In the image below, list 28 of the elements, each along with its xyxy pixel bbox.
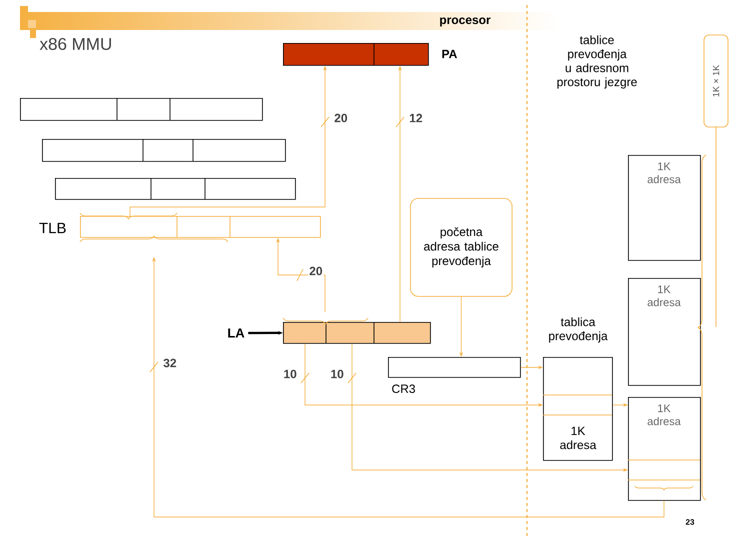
heading: tablice prevođenja u adresnom prostoru jezgre — [557, 35, 637, 89]
register-bar — [20, 98, 263, 121]
register-label: TLB — [39, 222, 66, 234]
rounded-box: 1K × 1K — [704, 34, 728, 128]
title: x86 MMU — [40, 38, 111, 50]
edge-label: 12 — [408, 112, 424, 124]
page-box: 1K adresa — [628, 155, 701, 261]
register-bar — [80, 216, 321, 238]
register-label: PA — [442, 50, 457, 58]
edge-label: 10 — [282, 368, 298, 380]
register-bar — [283, 322, 431, 344]
register-label: CR3 — [392, 384, 415, 394]
address-label: LA — [228, 328, 244, 338]
edge-label: 10 — [329, 368, 345, 380]
rounded-box: početna adresa tablice prevođenja — [410, 198, 512, 297]
page-number: 23 — [686, 519, 694, 525]
edge-label: 20 — [308, 266, 324, 276]
register-bar — [388, 357, 521, 378]
heading: procesor — [440, 18, 490, 26]
table-box: tablica prevođenja 1K adresa — [542, 317, 613, 461]
edge-label: 20 — [333, 112, 349, 124]
register-bar — [42, 138, 286, 162]
edge-label: 32 — [162, 358, 178, 368]
register-bar — [55, 178, 296, 200]
node-label: tablica prevođenja — [549, 317, 608, 343]
register-bar — [283, 42, 429, 66]
page-box: 1K adresa — [628, 278, 701, 386]
page-box: 1K adresa — [628, 397, 701, 501]
